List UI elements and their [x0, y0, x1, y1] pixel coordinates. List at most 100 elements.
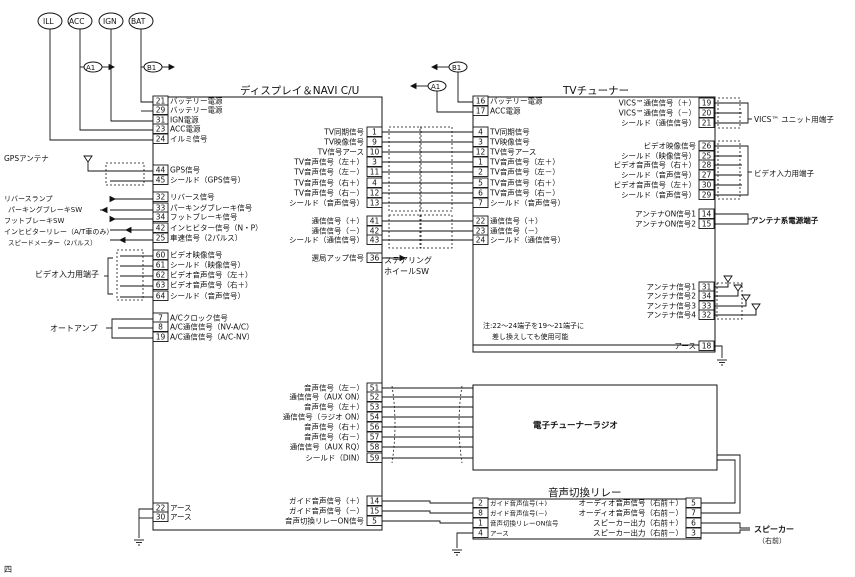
navi-left-pin-34-number: 34 [156, 213, 166, 222]
navi-left-pin-label: アース [170, 513, 192, 522]
tv-right-pin-label: ビデオ音声信号（右＋） [614, 160, 697, 170]
ill-label: ILL [43, 17, 54, 26]
navi-right-pin-1-box [366, 126, 383, 137]
wire [87, 167, 153, 172]
parking-brake-label: パーキングブレーキSW [8, 205, 82, 214]
tv-note-line-1: 注:22～24端子を19～21端子に [483, 321, 584, 330]
navi-left-pin-61-number: 61 [156, 261, 166, 270]
navi-right-pin-43-box [366, 234, 383, 245]
video-right-bracket [742, 145, 749, 196]
steering-sw-label-1: ステアリング [384, 255, 432, 265]
navi-left-pin-62-number: 62 [156, 271, 166, 280]
navi-right-pin-label: シールド（DIN） [305, 454, 364, 463]
navi-left-pin-label: A/Cクロック信号 [170, 313, 228, 323]
comm-shield-right [419, 214, 453, 249]
navi-left-pin-label: ビデオ音声信号（右＋） [170, 280, 253, 290]
navi-right-pin-9-number: 9 [372, 138, 377, 147]
relay-right-pin-5-number: 5 [691, 499, 696, 508]
navi-left-pin-63-number: 63 [156, 281, 166, 290]
tv-right-pin-33-number: 33 [702, 302, 712, 311]
tv-b1-arrow-icon [430, 63, 438, 71]
navi-left-pin-19-number: 19 [156, 333, 166, 342]
navi-right-pin-54-number: 54 [370, 413, 380, 422]
tv-left-pin-5-number: 5 [478, 179, 483, 188]
tv-ground-wire [714, 345, 723, 358]
navi-right-pin-13-number: 13 [370, 199, 380, 208]
tv-right-pin-26-number: 26 [702, 142, 712, 151]
navi-right-pin-12-number: 12 [370, 189, 380, 198]
navi-left-pin-64-box [152, 290, 169, 301]
navi-left-pin-64-number: 64 [156, 292, 166, 301]
relay-right-pin-label: オーディオ音声信号（右前＋） [579, 498, 683, 508]
relay-left-pin-1-box [472, 517, 489, 528]
relay-right-pin-6-box [685, 517, 702, 528]
connector-a1 [83, 61, 103, 73]
tv-right-pin-18-number: 18 [702, 342, 712, 351]
foot-brake-label: フットブレーキSW [4, 216, 64, 225]
tv-connector-a1-label: A1 [431, 83, 440, 91]
navi-right-pin-11-box [366, 166, 383, 177]
tv-right-pin-15-number: 15 [702, 220, 712, 229]
navi-right-pin-label: ガイド音声信号（－） [289, 506, 364, 516]
acc-label: ACC [69, 17, 84, 26]
tv-left-pin-label: シールド（音声信号） [490, 198, 565, 208]
tv-left-pin-label: TV音声信号（左＋） [489, 157, 560, 167]
tv-left-pin-17-box [472, 105, 489, 116]
tv-left-pin-22-box [472, 215, 489, 226]
navi-left-pin-8-box [152, 321, 169, 332]
tv-right-pin-14-number: 14 [702, 210, 712, 219]
tv-left-pin-6-number: 6 [478, 189, 483, 198]
tv-right-pin-29-box [698, 189, 715, 200]
navi-right-pin-label: 通信信号（AUX RQ） [290, 442, 364, 452]
wire [457, 72, 473, 103]
vics-bracket [742, 102, 749, 124]
corner-mark: 四 [4, 565, 12, 574]
tv-left-pin-6-box [472, 187, 489, 198]
navi-right-pin-41-number: 41 [370, 217, 380, 226]
tv-right-pin-label: シールド（通信信号） [621, 118, 696, 128]
speaker-label: スピーカー [754, 524, 794, 534]
tv-left-pin-1-number: 1 [478, 158, 483, 167]
tv-right-pin-21-number: 21 [702, 119, 712, 128]
navi-tv-shield-right [419, 126, 453, 212]
reverse-lamp-label: リバースランプ [4, 195, 52, 203]
navi-left-pin-23-number: 23 [156, 125, 166, 134]
navi-right-pin-56-box [366, 421, 383, 432]
tv-right-pin-30-number: 30 [702, 181, 712, 190]
tv-left-pin-7-number: 7 [478, 199, 483, 208]
tv-right-pin-26-box [698, 140, 715, 151]
navi-left-pin-31-number: 31 [156, 116, 166, 125]
navi-ground-wire [138, 508, 153, 538]
navi-left-pin-label: バッテリー電源 [170, 106, 223, 115]
navi-right-pin-label: シールド（音声信号） [289, 198, 364, 208]
radio-box [472, 384, 718, 471]
tv-right-pin-label: アンテナ信号1 [647, 282, 697, 292]
tv-left-pin-4-number: 4 [478, 128, 483, 137]
relay-right-pin-7-number: 7 [691, 509, 696, 518]
relay-right-pin-label: スピーカー出力（右前－） [593, 528, 683, 538]
tv-left-pin-label: 通信信号（＋） [490, 216, 543, 226]
bat-label: BAT [131, 17, 146, 26]
gps-antenna-icon [83, 155, 93, 167]
tv-left-pin-12-box [472, 146, 489, 157]
tv-right-pin-label: アンテナ信号2 [647, 291, 697, 301]
navi-left-pin-32-number: 32 [156, 193, 166, 202]
navi-right-pin-54-box [366, 411, 383, 422]
radio-title: 電子チューナーラジオ [533, 421, 618, 431]
tv-left-pin-2-box [472, 166, 489, 177]
tv-left-pin-1-box [472, 156, 489, 167]
navi-right-pin-10-number: 10 [370, 148, 380, 157]
navi-left-pin-62-box [152, 269, 169, 280]
tv-left-pin-5-box [472, 177, 489, 188]
navi-right-pin-label: TV音声信号（左－） [293, 167, 364, 177]
speaker-sub-label: （右前） [758, 536, 786, 545]
vics-shield [717, 97, 741, 129]
navi-left-pin-label: シールド（映像信号） [170, 260, 245, 270]
navi-right-pin-5-box [366, 515, 383, 526]
navi-right-pin-57-box [366, 431, 383, 442]
navi-left-pin-8-number: 8 [158, 323, 163, 332]
tv-right-pin-27-box [698, 169, 715, 180]
tv-right-pin-29-number: 29 [702, 191, 712, 200]
connector-a1-label: A1 [86, 64, 95, 72]
